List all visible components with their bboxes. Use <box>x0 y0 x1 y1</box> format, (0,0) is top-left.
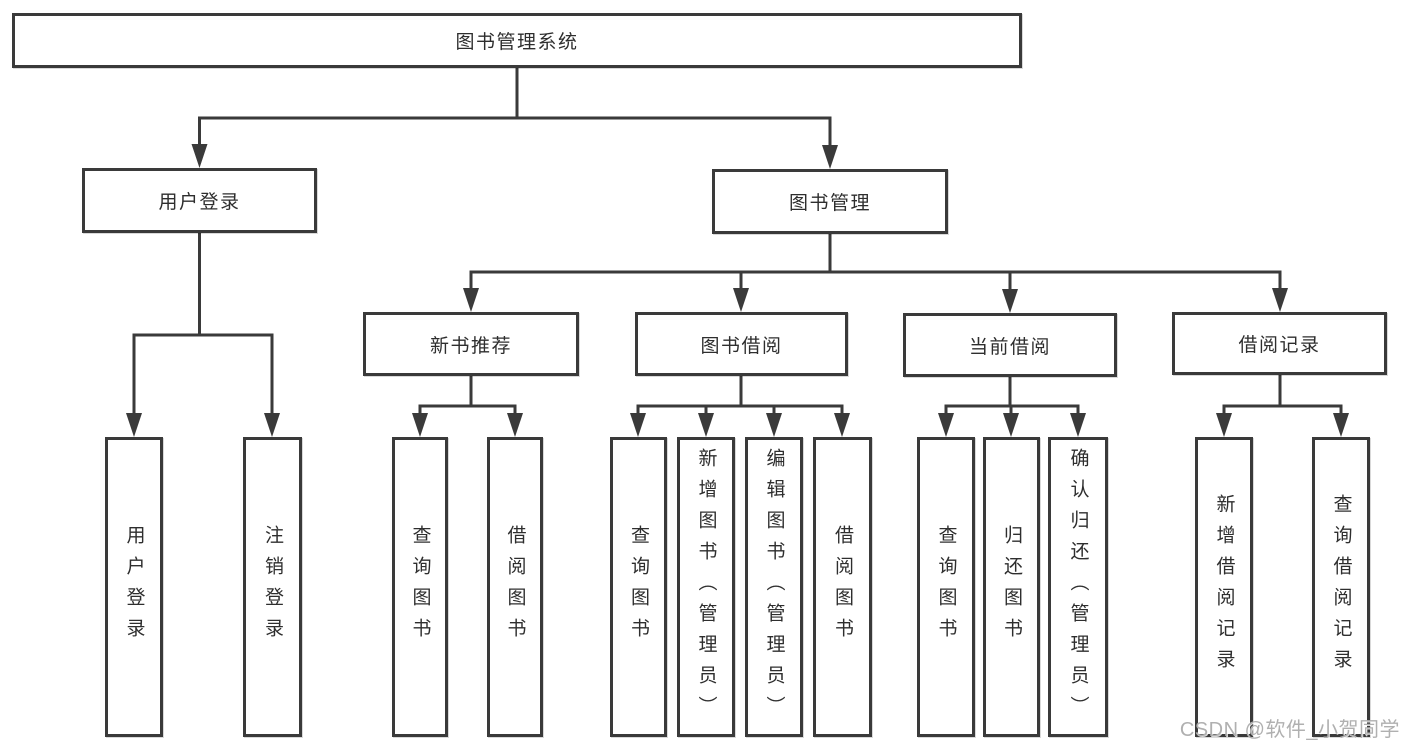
leaf-return-book: 归还图书 <box>983 437 1040 737</box>
connector-newbookrec-to-leaves <box>418 374 517 415</box>
leaf-borrow-book-a-label: 借阅图书 <box>504 525 526 649</box>
leaf-query-book-b-label: 查询图书 <box>628 525 649 649</box>
node-book-mgmt-label: 图书管理 <box>788 193 871 214</box>
connector-userlogin-to-leaves <box>132 231 274 415</box>
csdn-watermark: CSDN @软件_小贺同学 <box>1179 719 1400 741</box>
leaf-borrow-book-a: 借阅图书 <box>487 437 543 737</box>
leaf-logout: 注销登录 <box>243 437 302 737</box>
leaf-query-borrow-record-label: 查询借阅记录 <box>1330 494 1352 680</box>
leaf-return-book-label: 归还图书 <box>1001 525 1022 649</box>
leaf-edit-book: 编辑图书（管理员） <box>745 437 803 737</box>
connector-root-to-level1 <box>198 66 832 147</box>
connector-currentborrow-to-leaves <box>944 375 1080 415</box>
node-borrow-records: 借阅记录 <box>1172 312 1387 375</box>
node-new-book-rec-label: 新书推荐 <box>429 335 512 357</box>
leaf-query-book-b: 查询图书 <box>610 437 667 737</box>
leaf-user-login-label: 用户登录 <box>123 525 145 649</box>
leaf-add-borrow-record: 新增借阅记录 <box>1195 437 1253 737</box>
leaf-query-borrow-record: 查询借阅记录 <box>1312 437 1370 737</box>
node-book-borrow: 图书借阅 <box>635 312 848 376</box>
connector-borrowrecords-to-leaves <box>1222 373 1343 415</box>
leaf-query-book-a: 查询图书 <box>392 437 448 737</box>
leaf-edit-book-label: 编辑图书（管理员） <box>763 447 785 727</box>
leaf-logout-label: 注销登录 <box>262 525 283 649</box>
leaf-add-book: 新增图书（管理员） <box>677 437 735 737</box>
node-root-label: 图书管理系统 <box>455 32 579 53</box>
node-root: 图书管理系统 <box>12 13 1022 68</box>
leaf-confirm-return: 确认归还（管理员） <box>1048 437 1108 737</box>
leaf-add-borrow-record-label: 新增借阅记录 <box>1213 494 1235 680</box>
node-user-login: 用户登录 <box>82 168 317 233</box>
leaf-confirm-return-label: 确认归还（管理员） <box>1067 447 1089 727</box>
leaf-borrow-book-b: 借阅图书 <box>813 437 872 737</box>
node-book-borrow-label: 图书借阅 <box>700 335 783 357</box>
leaf-query-book-a-label: 查询图书 <box>409 525 431 649</box>
node-current-borrow: 当前借阅 <box>903 313 1117 377</box>
leaf-borrow-book-b-label: 借阅图书 <box>832 525 853 649</box>
leaf-add-book-label: 新增图书（管理员） <box>695 447 717 727</box>
node-current-borrow-label: 当前借阅 <box>968 336 1051 358</box>
leaf-user-login: 用户登录 <box>105 437 163 737</box>
connector-bookborrow-to-leaves <box>636 374 844 415</box>
arrowheads <box>126 144 1349 437</box>
connector-bookmgmt-to-level2 <box>469 232 1282 291</box>
node-user-login-label: 用户登录 <box>158 192 241 213</box>
leaf-query-book-c: 查询图书 <box>917 437 975 737</box>
node-borrow-records-label: 借阅记录 <box>1238 335 1321 356</box>
node-book-mgmt: 图书管理 <box>712 169 948 234</box>
node-new-book-rec: 新书推荐 <box>363 312 579 376</box>
leaf-query-book-c-label: 查询图书 <box>935 525 957 649</box>
